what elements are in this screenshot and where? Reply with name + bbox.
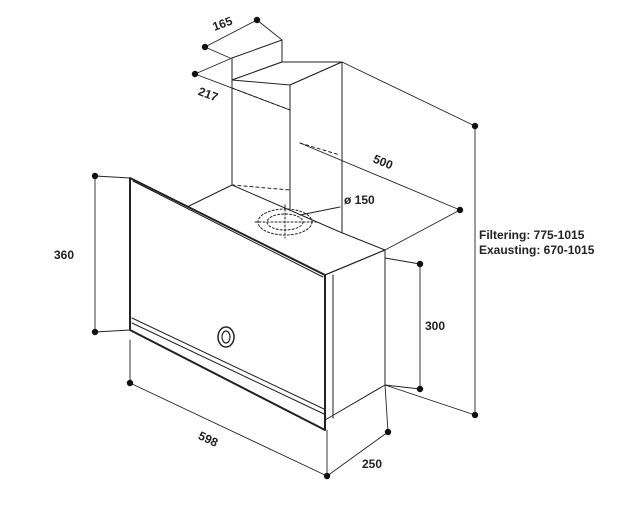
chimney bbox=[231, 39, 343, 256]
dim-label-300: 300 bbox=[425, 319, 445, 333]
dim-label-598: 598 bbox=[196, 429, 220, 450]
dim-label-500: 500 bbox=[371, 152, 395, 173]
dim-label-165: 165 bbox=[211, 14, 235, 34]
glass-panel bbox=[129, 177, 326, 431]
dim-label-360: 360 bbox=[54, 248, 74, 262]
exhausting-height-note: Exausting: 670-1015 bbox=[479, 243, 595, 257]
dim-label-250: 250 bbox=[362, 457, 382, 471]
filtering-height-note: Filtering: 775-1015 bbox=[479, 228, 585, 242]
duct-outlet bbox=[254, 204, 319, 239]
dimension-dots bbox=[91, 16, 479, 480]
control-knob-icon bbox=[217, 326, 235, 348]
dim-label-217: 217 bbox=[196, 84, 220, 104]
dim-label-duct: ø 150 bbox=[344, 193, 375, 207]
dimension-lines bbox=[94, 19, 476, 477]
